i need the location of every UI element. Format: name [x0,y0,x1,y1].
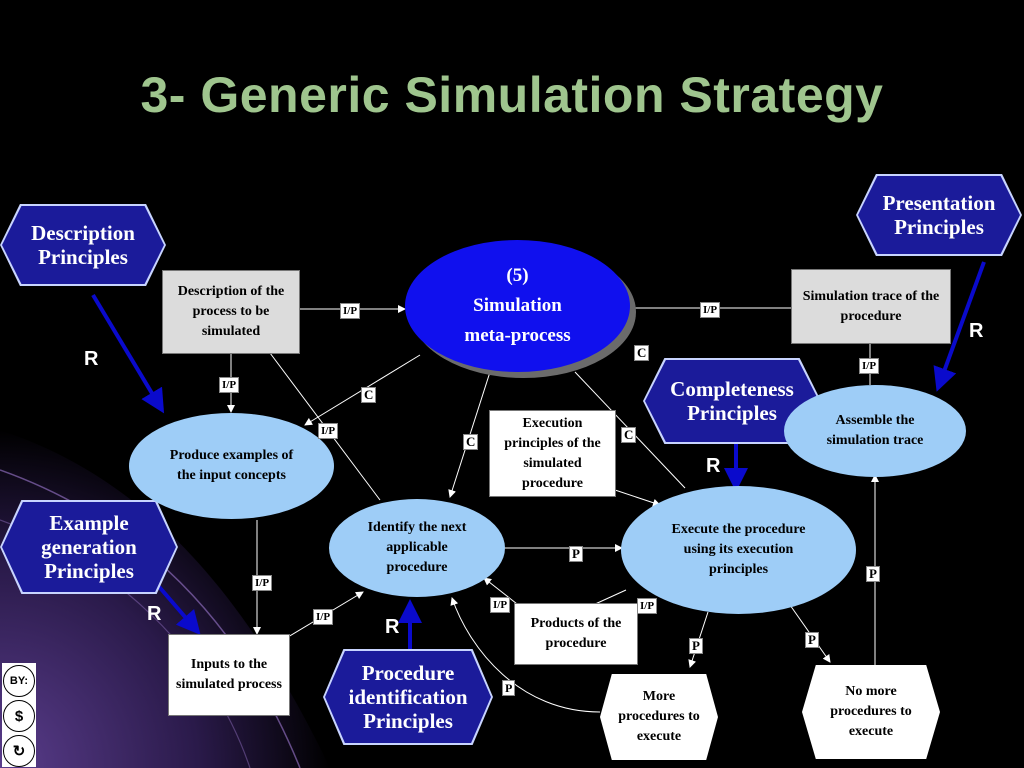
products-box: Products of the procedure [514,603,638,665]
description-of-process-label: Description of the process to be simulat… [177,284,285,339]
ip-label: I/P [637,598,658,614]
ip-label: I/P [252,575,273,591]
c-label: C [361,387,377,403]
ip-label: I/P [219,377,240,393]
products-label: Products of the procedure [530,616,622,651]
inputs-box: Inputs to the simulated process [168,634,290,716]
page-title: 3- Generic Simulation Strategy [140,67,884,123]
assemble-trace-label: Assemble the simulation trace [826,413,924,448]
ip-label: I/P [318,423,339,439]
r-label: R [706,455,721,477]
ip-label: I/P [859,358,880,374]
produce-examples-process: Produce examples of the input concepts [129,413,334,519]
r-label: R [147,603,162,625]
no-more-procedures-label: No more procedures to execute [830,684,912,739]
simulation-line2: meta-process [464,325,571,346]
more-procedures-label: More procedures to execute [618,689,700,744]
produce-examples-label: Produce examples of the input concepts [169,448,294,483]
example-generation-principles: Example generation Principles [2,502,176,592]
inputs-label: Inputs to the simulated process [176,657,282,692]
identify-next-label: Identify the next applicable procedure [367,520,467,575]
ip-label: I/P [700,302,721,318]
ip-label: I/P [313,609,334,625]
p-label: P [866,566,880,582]
p-label: P [569,546,583,562]
c-label: C [463,434,479,450]
no-more-procedures-box: No more procedures to execute [802,665,940,759]
p-label: P [689,638,703,654]
simulation-trace-box: Simulation trace of the procedure [791,269,951,344]
simulation-line1: Simulation [473,295,562,316]
execution-principles-box: Execution principles of the simulated pr… [489,410,616,497]
more-procedures-box: More procedures to execute [600,674,718,760]
r-label: R [385,616,400,638]
p-label: P [502,680,516,696]
description-of-process-box: Description of the process to be simulat… [162,270,300,354]
identify-next-process: Identify the next applicable procedure [329,499,505,597]
presentation-principles: Presentation Principles [858,176,1020,254]
c-label: C [634,345,650,361]
ip-label: I/P [340,303,361,319]
simulation-meta-process: (5) Simulation meta-process [405,240,630,372]
procedure-identification-principles: Procedure identification Principles [325,651,491,743]
simulation-number: (5) [506,265,529,286]
sharealike-icon: ↻ [3,735,35,767]
execute-procedure-label: Execute the procedure using its executio… [671,522,806,577]
r-label: R [969,320,984,342]
r-label: R [84,348,99,370]
license-icons: BY: $ ↻ [2,663,36,767]
description-principles: Description Principles [2,206,164,284]
by-icon: BY: [3,665,35,697]
simulation-trace-label: Simulation trace of the procedure [802,288,940,324]
assemble-trace-process: Assemble the simulation trace [784,385,966,477]
execution-principles-label: Execution principles of the simulated pr… [504,415,601,491]
execute-procedure-process: Execute the procedure using its executio… [621,486,856,614]
noncommercial-icon: $ [3,700,35,732]
ip-label: I/P [490,597,511,613]
p-label: P [805,632,819,648]
c-label: C [621,427,637,443]
